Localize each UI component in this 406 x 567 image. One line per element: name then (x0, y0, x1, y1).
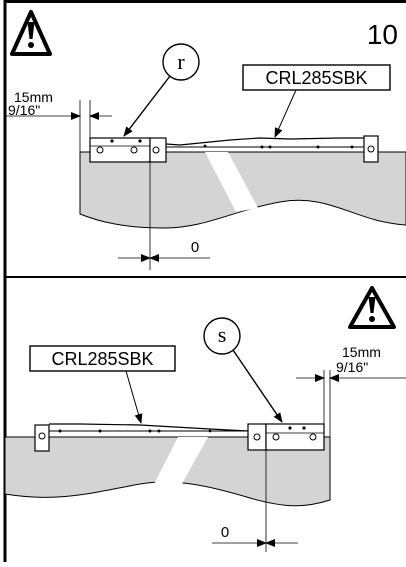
callout-arrow (123, 75, 171, 137)
panel-top: 15mm 9/16" r CRL285SBK 0 (5, 10, 406, 270)
warning-triangle-icon (348, 286, 396, 329)
panel-bottom: 15mm 9/16" s CRL285SBK 0 (4, 286, 406, 552)
callout-circle (203, 317, 241, 355)
gap-value: 0 (221, 524, 229, 541)
rail-clamp-assembly (89, 135, 379, 163)
gap-value: 0 (191, 239, 199, 256)
part-label-box (29, 345, 176, 372)
part-label: CRL285SBK (265, 68, 367, 88)
glass-reflection (148, 437, 208, 500)
callout-letter: r (177, 49, 185, 74)
part-label-leader (125, 370, 143, 424)
step-number: 10 (367, 19, 398, 50)
part-label-leader (274, 89, 297, 138)
rail-clamp-assembly (34, 423, 325, 452)
part-label-box (242, 64, 391, 91)
callout-letter: s (218, 322, 227, 347)
offset-mm-label: 15mm (342, 344, 381, 360)
callout-circle (162, 43, 200, 81)
part-label: CRL285SBK (51, 349, 153, 369)
offset-inch-label: 9/16" (8, 102, 40, 118)
glass-reflection (205, 152, 258, 212)
offset-inch-label: 9/16" (336, 359, 368, 375)
warning-triangle-icon (10, 10, 52, 56)
callout-arrow (232, 349, 283, 423)
offset-mm-label: 15mm (14, 89, 53, 105)
